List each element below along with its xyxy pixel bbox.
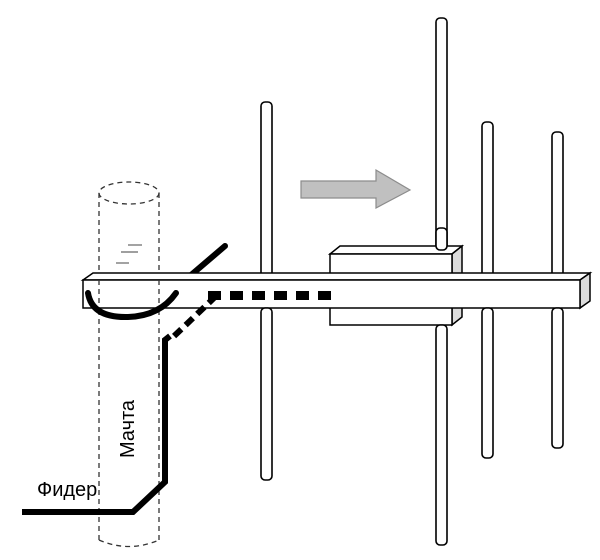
mast-bottom-arc — [98, 539, 160, 548]
feeder-cable — [22, 333, 172, 515]
element-4-upper — [551, 131, 564, 279]
mast-cylinder — [98, 181, 160, 548]
mast-clamp — [85, 290, 179, 321]
element-3-upper — [481, 121, 494, 279]
direction-arrow — [300, 168, 412, 209]
element-1-upper — [260, 101, 273, 279]
boom-end-face — [579, 271, 591, 310]
element-3-lower — [481, 307, 494, 459]
element-2-upper — [435, 17, 448, 259]
element-1-lower — [260, 307, 273, 481]
element-2-lower — [435, 324, 448, 546]
element-2-through-block — [435, 227, 448, 251]
feeder-label: Фидер — [37, 479, 97, 501]
boom-top-face — [80, 272, 593, 281]
mast-highlight-marks — [116, 244, 142, 264]
mast-label: Мачта — [117, 399, 139, 458]
mast-top-ellipse — [98, 181, 160, 205]
boom-front-face — [82, 279, 581, 309]
element-4-lower — [551, 307, 564, 449]
hidden-cable-diagonal — [167, 293, 219, 343]
mast-front-over-boom — [98, 280, 160, 308]
